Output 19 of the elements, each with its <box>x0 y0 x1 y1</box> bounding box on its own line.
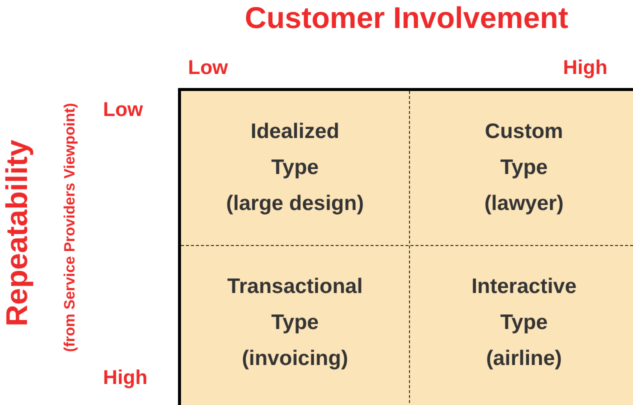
axis-title: Customer Involvement <box>244 4 570 34</box>
quadrant-text: Interactive <box>471 274 577 300</box>
axis-label: High <box>103 368 148 388</box>
quadrant-text: (lawyer) <box>484 190 564 217</box>
quadrant-text: Transactional <box>227 274 363 300</box>
axis-title: Repeatability <box>3 138 33 328</box>
quadrant-text: Type <box>500 310 548 336</box>
quadrant-text: (airline) <box>486 346 562 372</box>
quadrant-text: Idealized <box>250 119 340 146</box>
quadrant-text: Custom <box>484 119 564 146</box>
axis-label: Low <box>188 58 228 78</box>
quadrant-text: (large design) <box>226 190 364 217</box>
axis-label: Low <box>103 100 143 120</box>
axis-subtitle: (from Service Providers Viewpoint) <box>62 102 78 354</box>
quadrant-text: (invoicing) <box>242 346 348 372</box>
quadrant-text: Type <box>271 310 319 336</box>
quadrant-text: Type <box>271 155 319 182</box>
quadrant-text: Type <box>500 155 548 182</box>
axis-label: High <box>563 58 608 78</box>
